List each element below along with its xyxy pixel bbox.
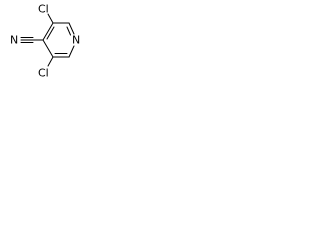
- atom-label-cl-top: Cl: [38, 3, 49, 16]
- atom-label-nitrile-n: N: [10, 34, 18, 47]
- ring-bond-c3-c4: [42, 22, 54, 41]
- ring-double-bond-n-c2-inner: [66, 26, 71, 36]
- bond-c3-cl: [47, 13, 54, 24]
- bond-c5-cl: [47, 56, 54, 67]
- ring-bond-n-c2: [68, 22, 75, 35]
- atom-label-cl-bottom: Cl: [38, 67, 49, 80]
- structure-diagram: Cl Cl N N: [10, 3, 80, 80]
- atom-label-ring-n: N: [72, 34, 80, 47]
- ring-bond-c4-c5: [42, 39, 54, 58]
- ring-bond-c6-n: [68, 45, 75, 58]
- ring-double-bond-c3-c4-inner: [46, 26, 55, 40]
